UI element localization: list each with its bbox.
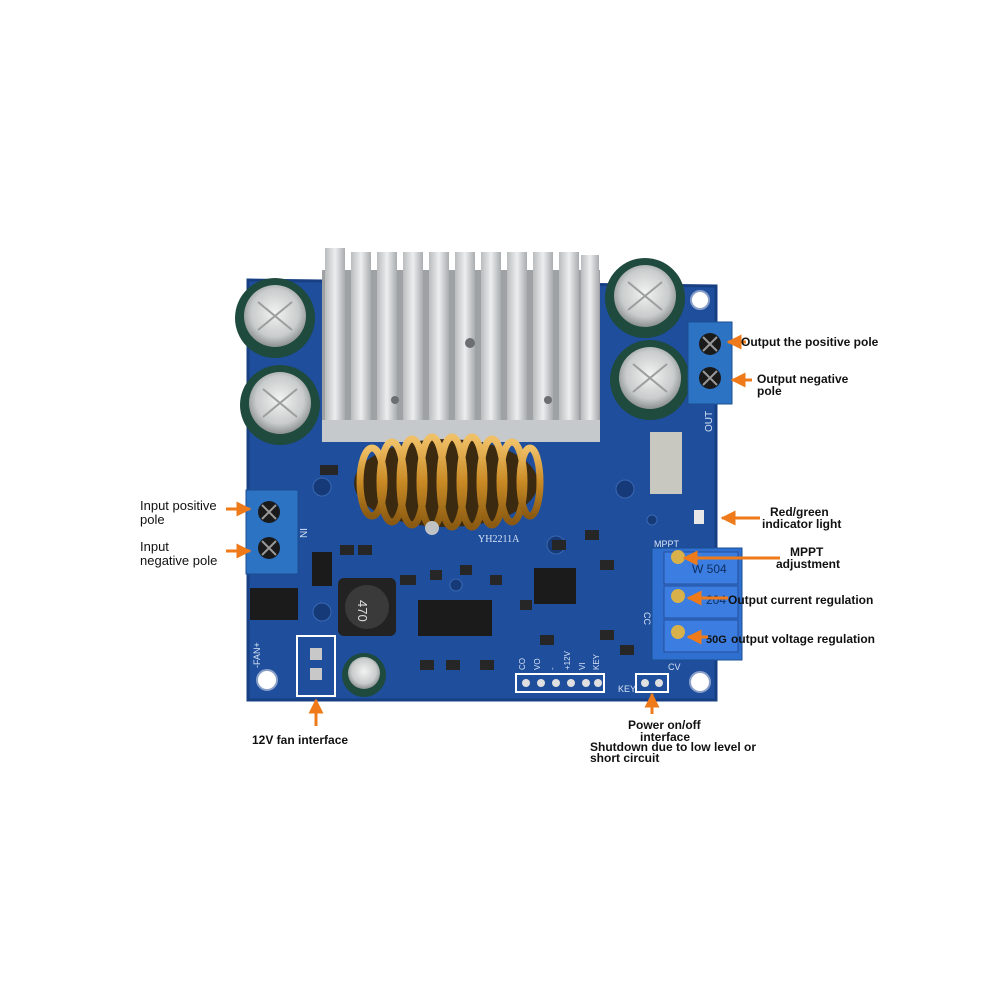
heatsink [322,248,600,442]
pot-marking-3: 50G [706,634,727,646]
label-power-line3: Shutdown due to low level or [590,740,757,754]
input-terminal-block [245,489,299,575]
fan-header [296,635,336,697]
label-input-negative-line1: Input [140,539,169,554]
power-inductor [338,578,396,636]
capacitor-left-top [235,278,315,358]
label-led-line1: Red/green [770,505,829,519]
silk-header-vi: VI [578,662,587,670]
label-mppt-line2: adjustment [776,557,841,571]
silk-cv: CV [668,662,681,672]
key-header [635,673,669,693]
label-voltage-regulation: output voltage regulation [731,632,875,646]
callout-arrows [226,334,780,726]
io-header [515,673,605,693]
silk-header-12v: +12V [563,650,572,670]
label-output-positive: Output the positive pole [741,335,879,349]
label-output-negative-line1: Output negative [757,372,849,386]
silk-fan: -FAN+ [252,642,262,668]
label-power-line1: Power on/off [628,718,701,732]
silk-header-key: KEY [592,653,601,670]
label-fan-interface: 12V fan interface [252,733,349,747]
toroid-inductor [354,433,544,535]
pot-marking-1: W 504 [692,562,727,576]
label-led-line2: indicator light [762,517,842,531]
silk-header-gnd: - [548,667,557,670]
label-input-positive-line2: pole [140,512,165,527]
label-input-positive-line1: Input positive [140,498,217,513]
label-mppt-line1: MPPT [790,545,824,559]
pot-marking-2: 204 [706,593,726,607]
silk-mppt: MPPT [654,539,680,549]
label-power-line2: interface [640,730,691,744]
silk-header-co: CO [518,658,527,670]
capacitor-left-bottom [240,365,320,445]
label-current-regulation: Output current regulation [728,593,874,607]
capacitor-right-bottom [610,340,690,420]
silk-in: IN [297,528,308,538]
silk-out: OUT [704,411,715,432]
silk-cc: CC [642,612,652,625]
inductor-marking: 470 [355,600,370,622]
ic-chips [250,432,682,636]
silk-model: YH2211A [478,534,520,545]
silk-key: KEY [618,684,636,694]
label-power-line4: short circuit [590,751,660,765]
capacitor-small [342,653,386,697]
silk-header-vo: VO [533,658,542,670]
label-output-negative-line2: pole [757,384,782,398]
output-terminal-block [687,321,733,405]
label-input-negative-line2: negative pole [140,553,218,568]
capacitor-right-top [605,258,685,338]
smd-components [320,465,704,670]
